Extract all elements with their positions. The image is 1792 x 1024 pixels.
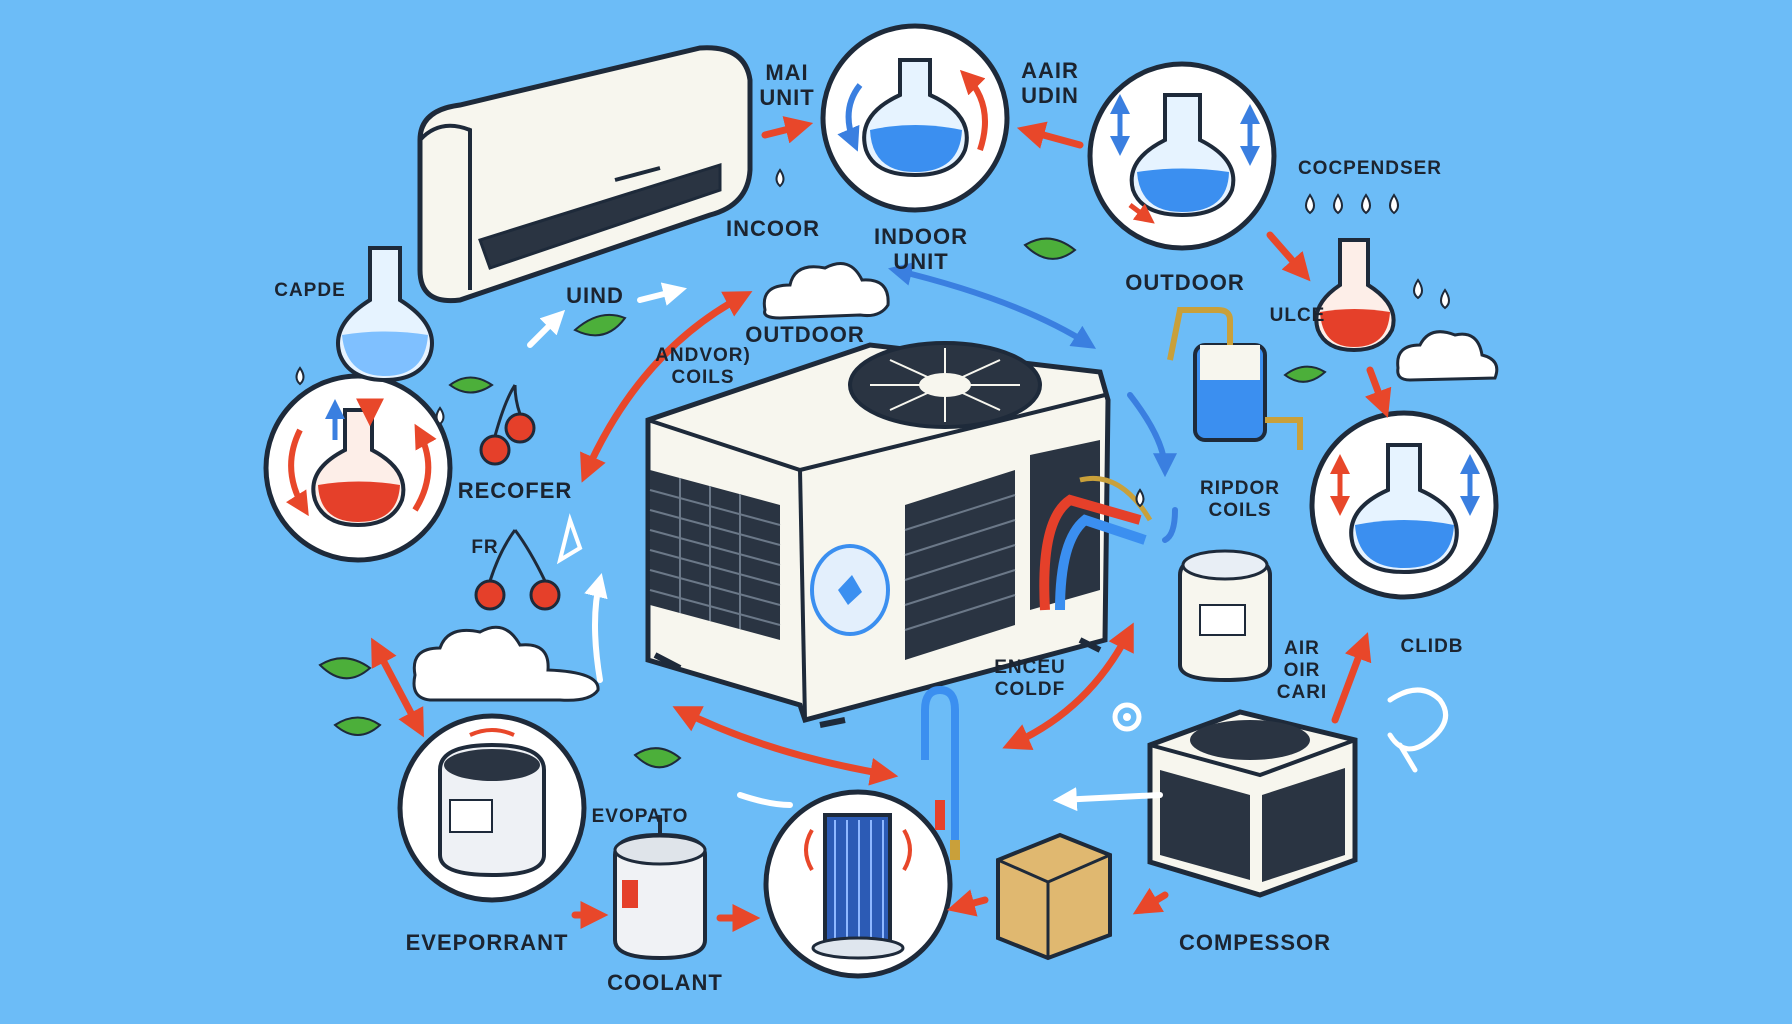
label-indoor-unit: INDOOR UNIT [874, 224, 968, 275]
label-uind: UIND [566, 283, 624, 308]
swirl-icon [1387, 687, 1449, 773]
valve-pipe-icon [921, 685, 960, 860]
red-flow-arrows [356, 116, 1392, 932]
bottom-left-unit-circle [397, 713, 587, 903]
label-incoor: INCOOR [726, 216, 820, 241]
label-evopato: EVOPATO [591, 806, 689, 827]
label-enceu-coldf: ENCEU COLDF [994, 657, 1066, 700]
blue-flow-arrows [527, 262, 1178, 812]
cloud-icon-top [762, 262, 890, 320]
label-andvor-coils: ANDVOR) COILS [655, 345, 751, 388]
gear-icon [1112, 702, 1142, 732]
outdoor-condenser-unit-icon [645, 341, 1153, 728]
ulce-pump-icon [1167, 307, 1303, 450]
label-coolant: COOLANT [607, 970, 723, 995]
label-fr: FR [471, 537, 499, 558]
cloud-icon-right [1396, 330, 1499, 382]
label-cocpendser: COCPENDSER [1297, 158, 1443, 179]
label-outdoor-right: OUTDOOR [1125, 270, 1245, 295]
label-capde: CAPDE [274, 280, 346, 301]
indoor-wall-unit-icon [417, 45, 753, 304]
bottom-center-filter-circle [763, 789, 953, 979]
box-icon [996, 832, 1112, 961]
label-clidb: CLIDB [1400, 636, 1464, 657]
tank-icon [1178, 549, 1272, 683]
droplet-icons [295, 168, 1450, 508]
label-aair-udin: AAIR UDIN [1021, 58, 1079, 109]
coolant-canister-icon [613, 815, 707, 961]
label-compessor: COMPESSOR [1178, 930, 1332, 955]
compressor-unit-icon [1147, 709, 1358, 898]
label-everporrant: EVEPORRANT [405, 930, 569, 955]
label-ulce: ULCE [1269, 305, 1326, 326]
label-outdoor-center: OUTDOOR [745, 322, 865, 347]
right-red-flask-icon [1314, 238, 1396, 353]
cherry-icons [474, 384, 561, 611]
right-flask-circle [1309, 410, 1499, 600]
capde-flask-icon [336, 246, 434, 383]
label-recofer: RECOFER [457, 478, 573, 503]
top-center-flask-circle [820, 23, 1010, 213]
left-flask-circle [263, 373, 453, 563]
label-air-oir-cari: AIR OIR CARI [1276, 638, 1328, 703]
top-right-flask-circle [1087, 61, 1277, 251]
label-ripdor-coils: RIPDOR COILS [1200, 478, 1280, 521]
cloud-icon-left [412, 625, 600, 702]
label-mai-unit: MAI UNIT [759, 60, 815, 111]
